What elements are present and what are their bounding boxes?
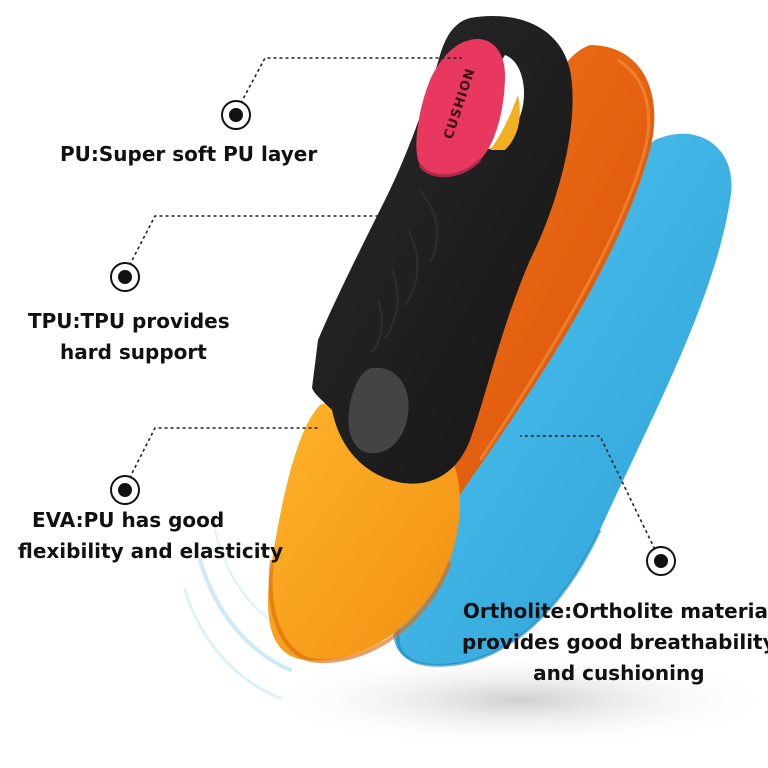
- tpu-label-line-1: TPU:TPU provides: [28, 309, 230, 333]
- eva-label: EVA:PU has good flexibility and elastici…: [18, 505, 283, 567]
- tpu-label: TPU:TPU provides hard support: [28, 306, 230, 368]
- tpu-leader-line: [123, 215, 440, 277]
- ortholite-label-line-1: Ortholite:Ortholite material: [462, 599, 768, 623]
- eva-marker-icon: [110, 475, 140, 505]
- ortholite-marker-icon: [646, 546, 676, 576]
- arch-ridges: [371, 189, 439, 353]
- eva-label-line-2: flexibility and elasticity: [18, 539, 284, 563]
- blue-ortholite-layer: [393, 133, 732, 666]
- cushion-pad: [416, 39, 505, 176]
- eva-leader-line: [123, 427, 320, 490]
- tpu-marker-icon: [110, 262, 140, 292]
- eva-label-line-1: EVA:PU has good: [32, 508, 225, 532]
- tpu-label-line-2: hard support: [60, 340, 207, 364]
- pu-marker-icon: [221, 100, 251, 130]
- floor-shadow: [260, 652, 768, 748]
- ortholite-label-line-3: and cushioning: [533, 661, 705, 685]
- heel-pad: [348, 367, 409, 454]
- pu-label: PU:Super soft PU layer: [60, 139, 317, 170]
- pu-leader-line: [234, 57, 462, 115]
- ortholite-label-line-2: provides good breathability: [462, 630, 768, 654]
- ortholite-label: Ortholite:Ortholite material provides go…: [462, 596, 768, 689]
- pu-label-line-1: PU:Super soft PU layer: [60, 142, 318, 166]
